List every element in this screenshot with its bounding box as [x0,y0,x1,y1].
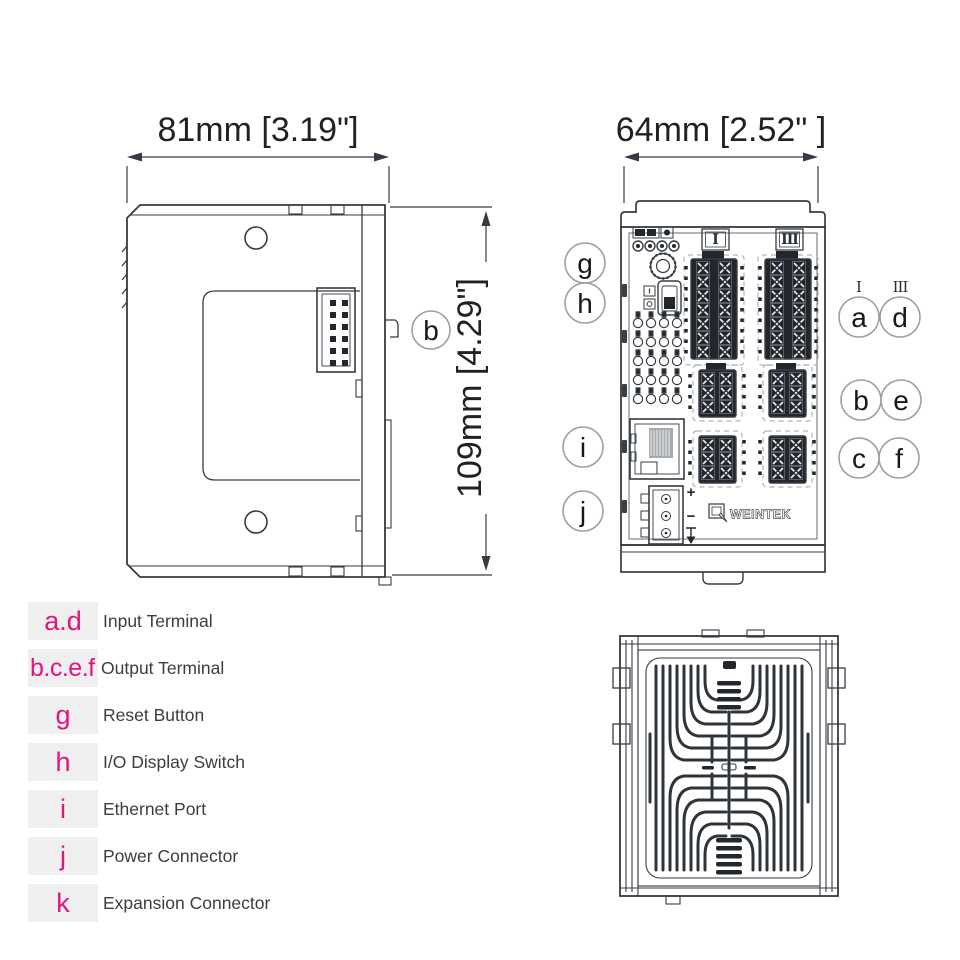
svg-text:I: I [712,232,719,248]
io-test-holes [632,311,683,405]
side-recessed-panel [202,290,360,481]
bottom-view-outline [612,629,846,905]
front-callouts-right: I III a d b e c f [838,278,922,479]
callout-e: e [893,385,909,416]
power-connector: + − [640,484,696,545]
weintek-logo: WEINTEK [708,503,791,523]
input-terminal-block-III [764,251,812,360]
callout-b-side-letter: b [423,315,439,346]
legend-row-output-terminal: b.c.e.f Output Terminal [28,649,270,687]
output-terminal-block-f [768,435,807,484]
terminal-box-label-III: III [775,228,804,251]
legend-key: j [28,837,98,875]
legend-row-io-display-switch: h I/O Display Switch [28,743,270,781]
callout-b: b [853,385,869,416]
callout-b-side: b [411,310,451,350]
side-height-dimension-text: 109mm [4.29"] [451,278,489,498]
side-width-dimension: 81mm [3.19"] [126,111,390,203]
ethernet-port [629,418,685,480]
legend-row-expansion-connector: k Expansion Connector [28,884,270,922]
callout-i: i [580,432,586,463]
legend-key: b.c.e.f [28,649,98,687]
callout-h: h [577,288,593,319]
legend-key: k [28,884,98,922]
mounting-hole-top [244,226,268,250]
side-view-drawing: 81mm [3.19"] 109mm [4.29"] [121,111,492,586]
legend-row-power-connector: j Power Connector [28,837,270,875]
status-label [632,226,674,239]
callout-g: g [577,248,593,279]
side-height-dimension: 109mm [4.29"] [390,206,492,576]
legend-row-reset-button: g Reset Button [28,696,270,734]
numeral-above-d: III [893,278,909,296]
brand-text: WEINTEK [730,508,791,522]
callout-d: d [892,302,908,333]
output-terminal-block-c [698,435,737,484]
io-display-switch [643,280,682,316]
front-view-drawing: 64mm [2.52" ] [562,111,922,585]
din-rail-clip [355,319,399,586]
front-device-outline [620,200,826,585]
terminal-box-label-I: I [701,228,730,251]
bottom-view-drawing [612,629,846,905]
output-terminal-block-e [768,363,807,418]
legend-key: a.d [28,602,98,640]
svg-text:III: III [781,232,798,248]
input-terminal-block-I [690,251,738,360]
legend-label: Output Terminal [101,657,225,678]
reset-button [649,252,677,280]
legend-row-input-terminal: a.d Input Terminal [28,602,270,640]
legend-label: Power Connector [103,845,239,866]
callout-a: a [851,302,867,333]
callout-f: f [895,443,903,474]
earth-ground-icon [686,527,696,544]
logo-pointer-icon [718,512,728,523]
mounting-hole-bottom [244,510,268,534]
front-callouts-left: g h i j [562,242,606,532]
side-device-outline [121,204,386,578]
legend-key: h [28,743,98,781]
legend-label: Expansion Connector [103,892,271,913]
callout-c: c [852,443,866,474]
expansion-connector [316,287,356,373]
legend-row-ethernet-port: i Ethernet Port [28,790,270,828]
legend-label: Input Terminal [103,610,213,631]
front-width-dimension-text: 64mm [2.52" ] [616,111,827,149]
legend-label: Ethernet Port [103,798,207,819]
legend-label: Reset Button [103,704,205,725]
power-minus-symbol: − [687,508,696,525]
edge-micro-labels [622,284,627,513]
legend-label: I/O Display Switch [103,751,245,772]
legend-key: g [28,696,98,734]
callout-j: j [579,496,586,527]
legend: a.d Input Terminal b.c.e.f Output Termin… [28,602,270,931]
numeral-above-a: I [856,278,862,296]
output-terminal-block-b [698,363,737,418]
ventilation-pattern [648,661,810,875]
power-plus-symbol: + [687,484,696,501]
side-width-dimension-text: 81mm [3.19"] [157,111,358,149]
legend-key: i [28,790,98,828]
led-indicator-row [632,240,680,252]
pin-marker-dots [684,266,818,482]
front-width-dimension: 64mm [2.52" ] [616,111,827,203]
